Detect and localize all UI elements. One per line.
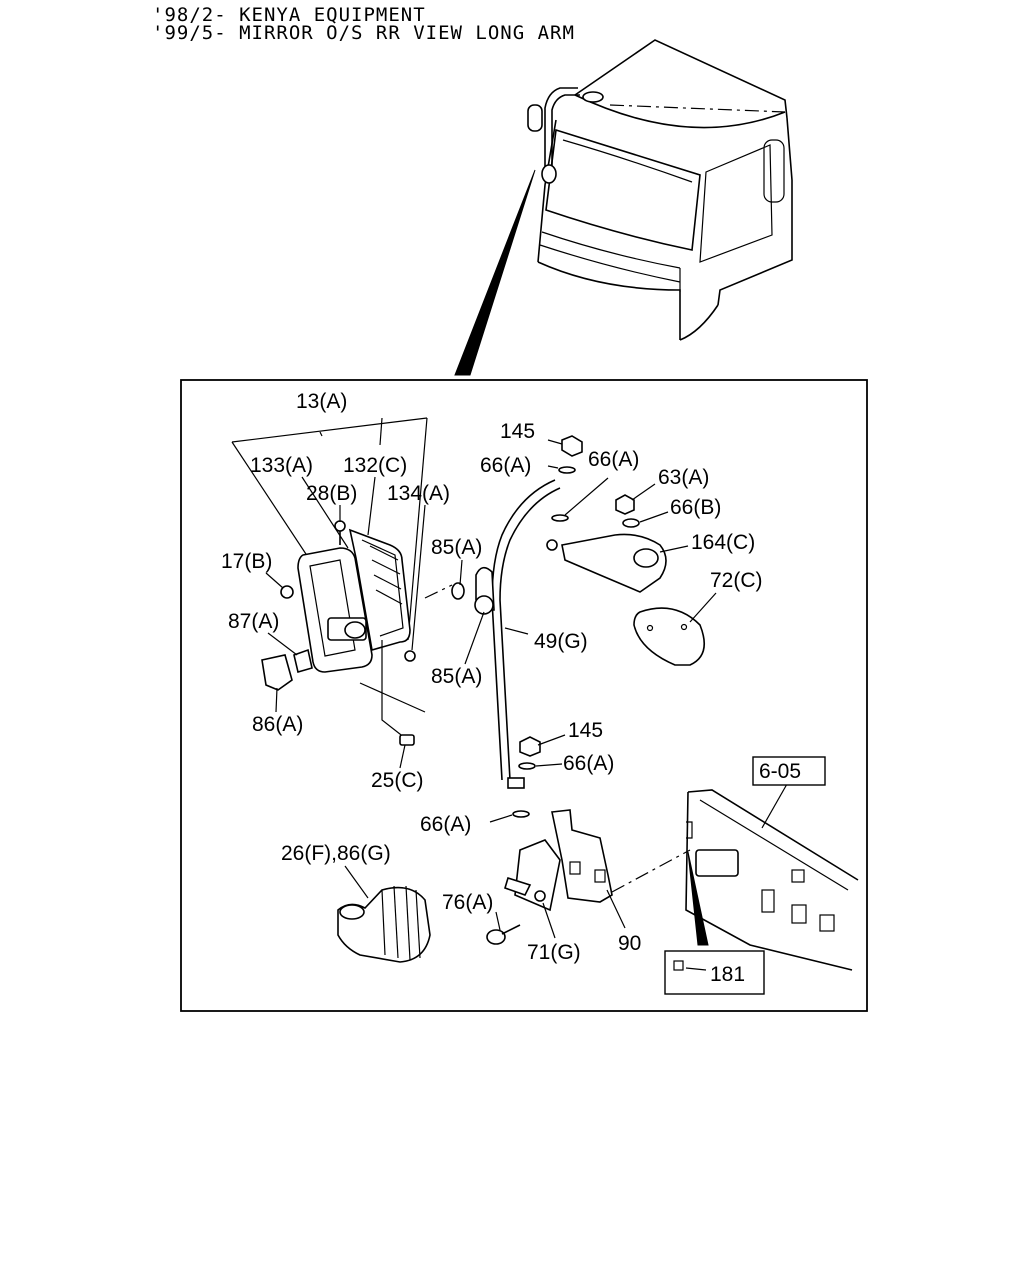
leader-lines [265,439,788,939]
callout-71g: 71(G) [527,941,581,964]
callout-86a: 86(A) [252,713,303,736]
callout-134a: 134(A) [387,482,450,505]
callout-49g: 49(G) [534,630,588,653]
callout-6-05: 6-05 [759,760,801,783]
callout-66a-1: 66(A) [480,454,531,477]
callout-133a: 133(A) [250,454,313,477]
clip-icon [673,960,684,971]
reference-box-181 [664,950,765,995]
callout-25c: 25(C) [371,769,424,792]
reference-box-6-05 [752,756,826,786]
body-frame-section [611,789,859,971]
mirror-arm [451,435,706,818]
header-line-1: '98/2- KENYA EQUIPMENT [152,4,426,26]
callout-63a: 63(A) [658,466,709,489]
lower-bracket-assembly [337,809,613,963]
callout-164c: 164(C) [691,531,755,554]
callout-13a: 13(A) [296,390,347,413]
callout-labels: 13(A) 133(A) 132(C) 28(B) 134(A) 17(B) 8… [221,390,801,986]
header-line-2: '99/5- MIRROR O/S RR VIEW LONG ARM [152,22,575,44]
callout-85a-top: 85(A) [431,536,482,559]
callout-76a: 76(A) [442,891,493,914]
callout-72c: 72(C) [710,569,763,592]
callout-85a-bottom: 85(A) [431,665,482,688]
callout-66a-3: 66(A) [563,752,614,775]
detail-frame [180,379,868,1012]
callout-66a-2: 66(A) [588,448,639,471]
callout-145-bottom: 145 [568,719,603,742]
callout-66b: 66(B) [670,496,721,519]
callout-17b: 17(B) [221,550,272,573]
callout-66a-4: 66(A) [420,813,471,836]
callout-28b: 28(B) [306,482,357,505]
callout-145-top: 145 [500,420,535,443]
mirror-assembly [231,417,453,746]
callout-87a: 87(A) [228,610,279,633]
callout-26f-86g: 26(F),86(G) [281,842,391,865]
callout-181: 181 [710,963,745,986]
truck-cab-illustration [454,39,793,376]
callout-90: 90 [618,932,641,955]
callout-132c: 132(C) [343,454,407,477]
